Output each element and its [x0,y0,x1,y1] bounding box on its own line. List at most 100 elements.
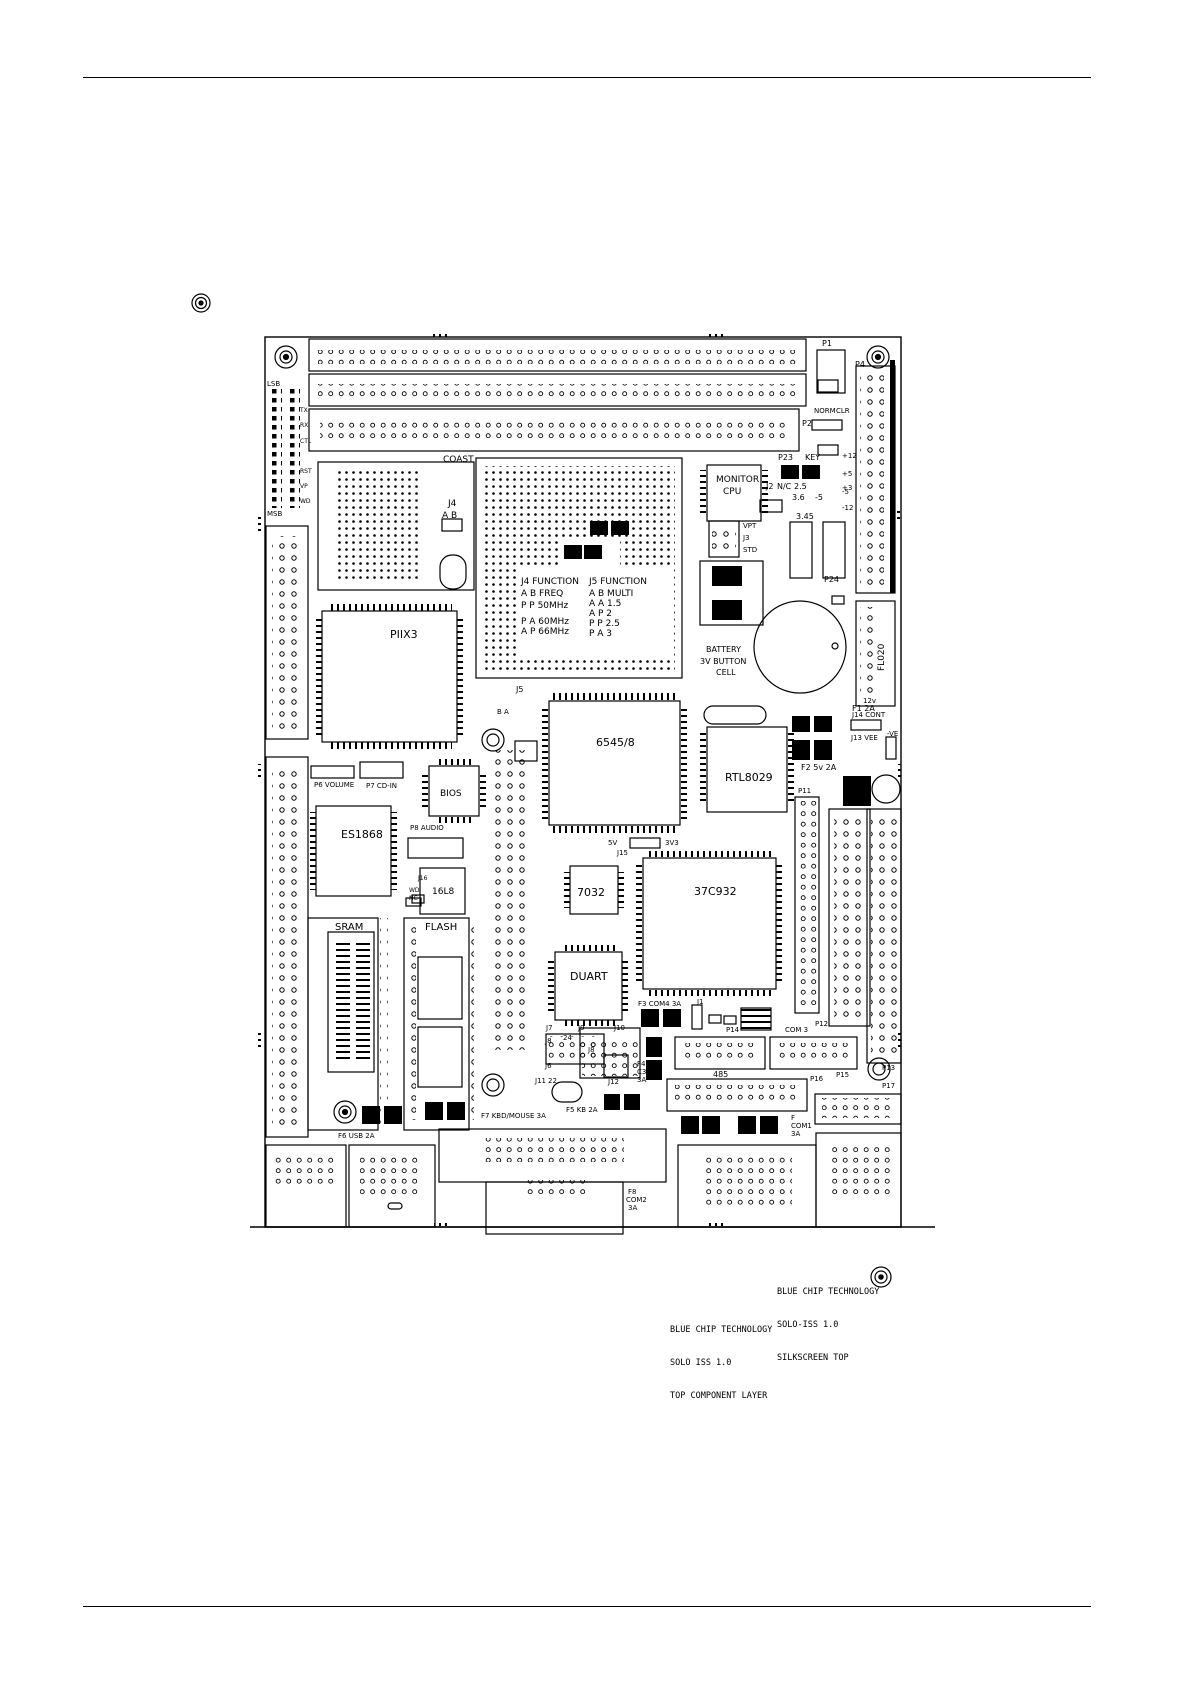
label-ab: A B [442,511,457,521]
label-j4-hdr: A B FREQ [521,589,563,599]
label-f3: F3 COM4 3A [638,1000,681,1008]
label-cpu: CPU [723,487,741,497]
rtl8029-chip [700,726,794,813]
chip-7032 [564,865,624,915]
label-cell2: CELL [716,668,736,677]
label-j12: J12 [607,1078,619,1086]
label-wd: WD [300,498,311,505]
label-j5-r3: P P 2.5 [589,619,620,629]
label-v25: 2.5 [794,482,807,491]
label-p23: P23 [778,453,793,462]
flash-socket [403,917,474,1131]
label-nc: N/C [777,482,792,491]
fuse-f2 [792,740,832,760]
label-37c932: 37C932 [694,885,737,898]
label-p2: P2 [802,419,812,428]
label-j15-3v3: 3V3 [665,839,679,847]
silkscreen-line-3: SILKSCREEN TOP [777,1353,849,1363]
label-j9: J9 [577,1024,585,1032]
label-f5: F5 KB 2A [566,1106,598,1114]
fuse-f7 [425,1102,465,1120]
label-std: STD [743,546,757,554]
label-f8-3a: 3A [628,1204,637,1212]
label-j22: 22 [548,1077,557,1085]
chip-37c932 [636,851,782,996]
label-j5: J5 [515,685,523,694]
label-p1: P1 [822,339,832,348]
label-j6: J6 [544,1062,552,1070]
logo-mark-top [191,293,211,313]
label-16l8: 16L8 [432,887,454,897]
label-j24: 24 [563,1034,572,1042]
label-p15: P15 [836,1071,849,1079]
label-es1868: ES1868 [341,828,383,841]
label-j11: J11 [534,1077,546,1085]
label-j5-function: J5 FUNCTION [588,577,647,587]
label-fl020: FL020 [877,643,887,671]
label-cell1: 3V BUTTON [700,657,746,666]
label-f1: F1 2A [852,704,875,713]
fuse-f6 [362,1106,402,1124]
connector-p16 [666,1078,808,1112]
label-p13: P13 [882,1064,895,1072]
label-j10: J10 [613,1024,625,1032]
header-rule [83,77,1091,78]
label-com2: COM2 [626,1196,647,1204]
label-7032: 7032 [577,886,605,899]
ide-connector-1 [308,338,807,372]
right-pin-label-1: +5 [842,470,852,478]
mounting-hole-mid2 [481,1073,505,1097]
label-p7cd: P7 CD-IN [366,782,397,790]
pc104-connector-left-1 [265,525,309,740]
fuse-com1 [681,1116,778,1134]
label-j4-r2: P A 60MHz [521,617,569,627]
connector-p12 [828,808,871,1027]
component-layer-caption: BLUE CHIP TECHNOLOGY SOLO ISS 1.0 TOP CO… [670,1303,772,1413]
label-v36: 3.6 [792,493,805,502]
label-com3: COM 3 [785,1026,808,1034]
fuse-f1 [792,716,832,732]
label-v345: 3.45 [796,512,814,521]
connector-485 [674,1036,766,1070]
component-line-3: TOP COMPONENT LAYER [670,1391,768,1401]
silkscreen-line-2: SOLO-ISS 1.0 [777,1320,839,1330]
label-bios: BIOS [440,789,462,799]
label-p6vol: P6 VOLUME [314,781,354,789]
label-p12: P12 [815,1020,828,1028]
label-j7: J7 [545,1024,553,1032]
label-j4-r1: P P 50MHz [521,601,569,611]
label-j4-function: J4 FUNCTION [520,577,579,587]
mounting-hole-bl [333,1100,357,1124]
label-tx: TX [299,407,308,414]
connector-com2 [677,1144,817,1228]
label-j8: J8 [544,1037,552,1045]
silkscreen-line-1: BLUE CHIP TECHNOLOGY [777,1287,880,1297]
label-vp: VP [300,483,308,490]
label-com1: COM1 [791,1122,812,1130]
label-rst: RST [300,468,312,475]
right-pin-label-3v: +3 [842,484,852,492]
label-rtl8029: RTL8029 [725,771,773,784]
label-p17: P17 [882,1082,895,1090]
connector-fl020 [855,600,896,707]
connector-p4 [855,360,896,594]
connector-usb-left [265,1144,347,1228]
duart-chip [548,945,628,1026]
label-norm: NORM [814,407,836,415]
right-pin-label-2: -5 [842,488,849,496]
pc104-connector-left-2 [265,756,309,1138]
connector-p13 [866,808,902,1064]
label-j5-r2: A P 2 [589,609,612,619]
label-j16: J16 [417,875,428,882]
label-msb: MSB [267,510,282,518]
chip-6545 [542,693,687,833]
label-ve: -VE [887,730,898,738]
label-f7: F7 KBD/MOUSE 3A [481,1112,546,1120]
label-p24: P24 [824,575,839,584]
component-line-1: BLUE CHIP TECHNOLOGY [670,1325,773,1335]
label-plus: + [862,796,869,805]
label-f8: F8 [628,1188,636,1196]
piix3-chip [316,604,463,749]
jumper-cluster [545,1027,641,1103]
